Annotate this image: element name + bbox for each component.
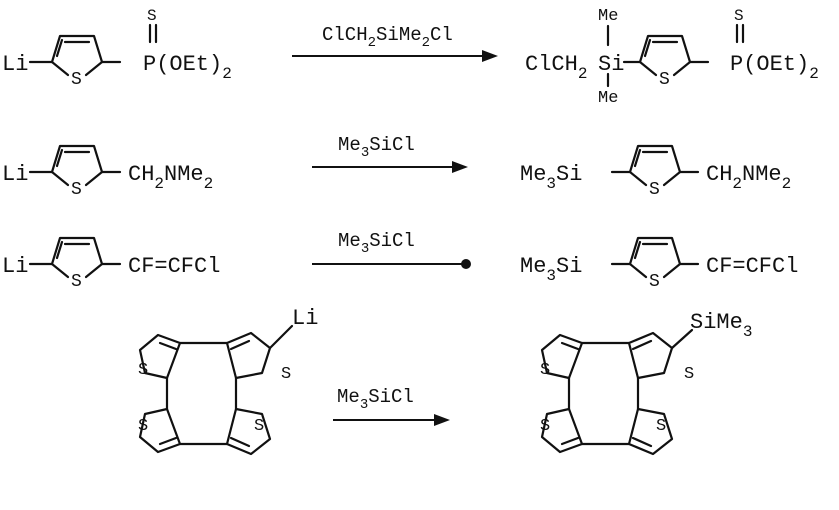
li-label: Li (292, 306, 318, 331)
reagent-4: Me3SiCl (337, 386, 414, 413)
thiophene-ring: S (138, 333, 182, 380)
sime3-label: SiMe3 (690, 310, 752, 341)
thiophene-ring: S (540, 333, 584, 380)
sulfur-label: S (138, 361, 148, 380)
me3si-label: Me3Si (520, 162, 582, 193)
thiophene-ring: S (50, 34, 104, 90)
silicon-label: Si (598, 52, 624, 77)
thiophene-ring: S (627, 331, 694, 384)
thiophene-ring: S (225, 331, 291, 384)
sulfur-label: S (281, 365, 291, 384)
arrow-3: Me3SiCl (312, 230, 471, 269)
sulfur-label: S (71, 70, 82, 90)
sulfur-label: S (138, 417, 148, 436)
bond (670, 328, 694, 350)
thiophene-ring: S (628, 236, 682, 292)
product-2: Me3Si S CH2NMe2 (520, 144, 791, 200)
product-4: S S SiMe3 S S (540, 310, 752, 456)
li-label: Li (2, 254, 28, 279)
sulfur-label: S (684, 365, 694, 384)
thione-s-label: S (734, 7, 744, 25)
sulfur-label: S (254, 417, 264, 436)
phosphorus-label: P(OEt)2 (143, 52, 232, 83)
reagent-1: ClCH2SiMe2Cl (322, 24, 453, 51)
starting-material-4: S S Li S S (138, 306, 318, 456)
methyl-bottom: Me (598, 89, 618, 108)
sulfur-label: S (540, 417, 550, 436)
clch2-label: ClCH2 (525, 52, 587, 83)
sulfur-label: S (540, 361, 550, 380)
trifluorovinyl-label: CF=CFCl (706, 254, 798, 279)
sulfur-label: S (659, 70, 670, 90)
starting-material-3: Li S CF=CFCl (2, 236, 220, 292)
arrow-2: Me3SiCl (312, 134, 468, 173)
reaction-3: Li S CF=CFCl Me3SiCl Me3Si S CF=CFCl (2, 230, 798, 292)
ch2nme2-label: CH2NMe2 (706, 162, 791, 193)
sulfur-label: S (71, 272, 82, 292)
starting-material-2: Li S CH2NMe2 (2, 144, 213, 200)
reaction-1: Li S S P(OEt)2 ClCH2SiMe2Cl ClCH2 Me Si … (2, 7, 819, 108)
thiophene-ring: S (225, 407, 272, 456)
sulfur-label: S (649, 180, 660, 200)
methyl-top: Me (598, 7, 618, 26)
thiophene-ring: S (628, 144, 682, 200)
arrow-1: ClCH2SiMe2Cl (292, 24, 498, 62)
ch2nme2-label: CH2NMe2 (128, 162, 213, 193)
reagent-2: Me3SiCl (338, 134, 415, 161)
thiophene-ring: S (627, 407, 674, 456)
sulfur-label: S (71, 180, 82, 200)
product-1: ClCH2 Me Si Me S S P(OEt)2 (525, 7, 819, 108)
reaction-4: S S Li S S (138, 306, 752, 456)
thiophene-ring: S (540, 407, 584, 454)
phosphorus-label: P(OEt)2 (730, 52, 819, 83)
reagent-3: Me3SiCl (338, 230, 415, 257)
sulfur-label: S (656, 417, 666, 436)
me3si-label: Me3Si (520, 254, 582, 285)
reaction-2: Li S CH2NMe2 Me3SiCl Me3Si S CH2NMe2 (2, 134, 791, 200)
bond (268, 324, 294, 350)
li-label: Li (2, 52, 28, 77)
product-3: Me3Si S CF=CFCl (520, 236, 798, 292)
thiophene-ring: S (138, 407, 182, 454)
thione-s-label: S (147, 7, 157, 25)
starting-material-1: Li S S P(OEt)2 (2, 7, 232, 90)
arrow-4: Me3SiCl (333, 386, 450, 426)
sulfur-label: S (649, 272, 660, 292)
thiophene-ring: S (50, 236, 104, 292)
thiophene-ring: S (50, 144, 104, 200)
trifluorovinyl-label: CF=CFCl (128, 254, 220, 279)
thiophene-ring: S (638, 34, 692, 90)
li-label: Li (2, 162, 28, 187)
